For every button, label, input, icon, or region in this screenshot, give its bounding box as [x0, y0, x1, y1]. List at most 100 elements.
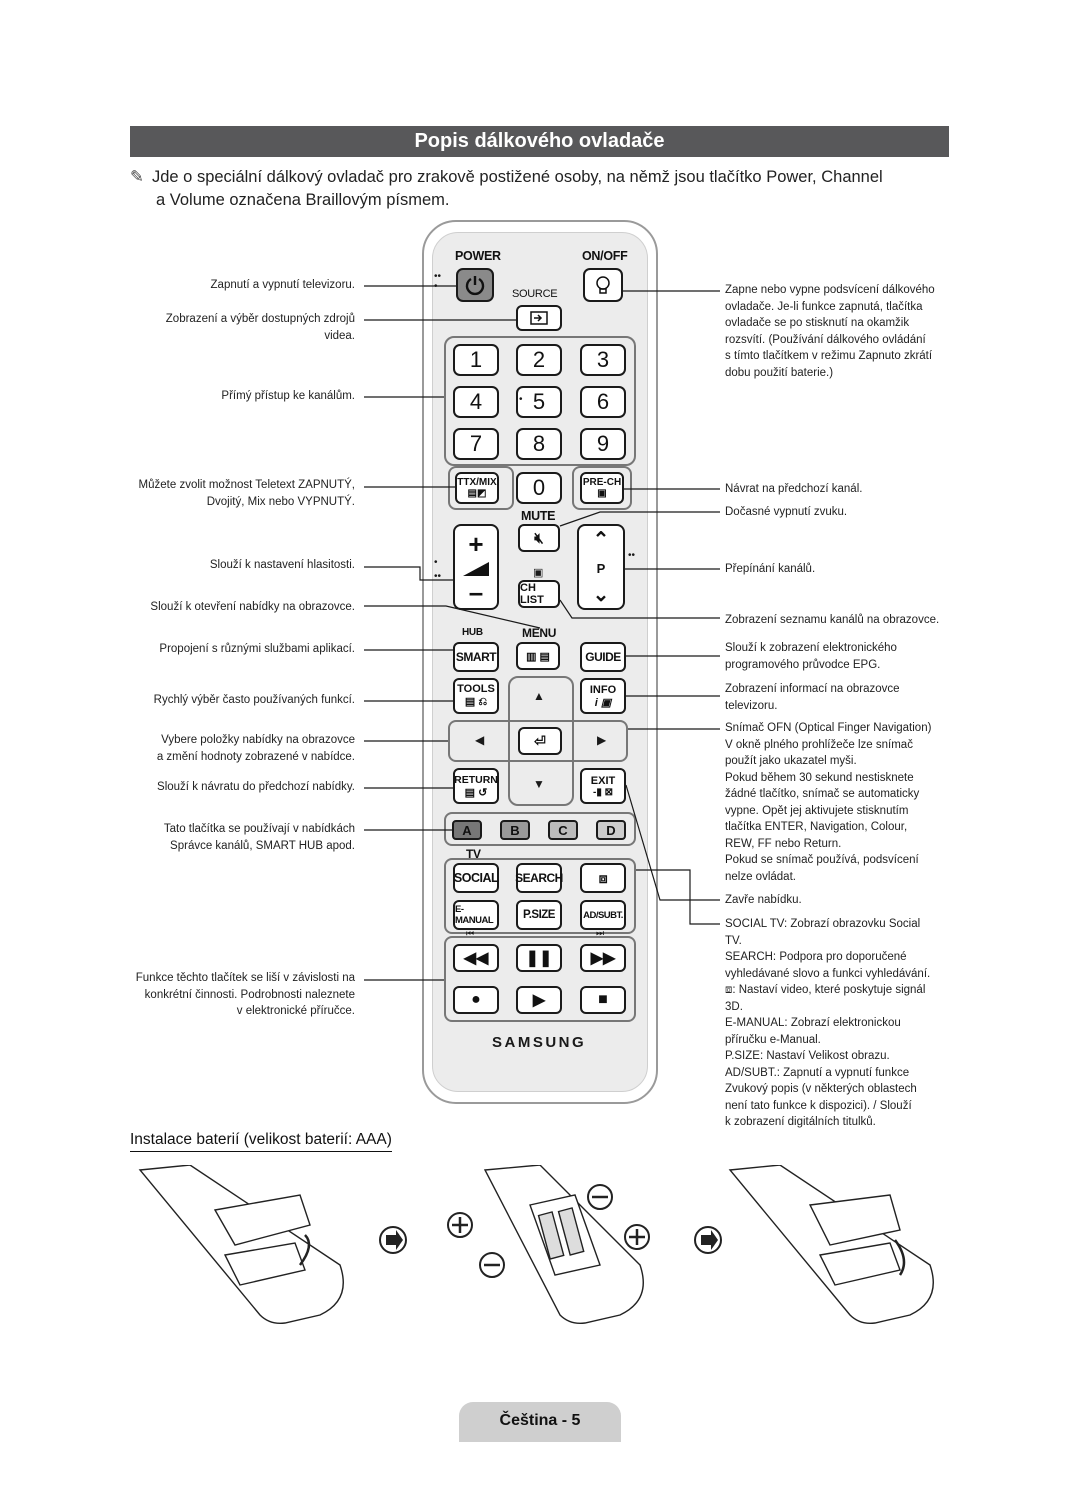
- media-button-group: [444, 936, 636, 1022]
- annotation-source-1: Zobrazení a výběr dostupných zdrojů: [165, 313, 355, 325]
- number-button-3[interactable]: 3: [580, 344, 626, 376]
- annotation-bottom-13: k zobrazení digitálních titulků.: [725, 1116, 876, 1128]
- ttxmix-button[interactable]: TTX/MIX ▤◩: [455, 472, 499, 504]
- annotation-ofn-left-2: a změní hodnoty zobrazené v nabídce.: [156, 750, 355, 763]
- enter-button[interactable]: ⏎: [518, 727, 562, 755]
- return-button[interactable]: RETURN ▤ ↺: [453, 768, 499, 804]
- annotation-onoff-2: ovladače. Je-li funkce zapnutá, tlačítka: [725, 300, 923, 313]
- menu-button[interactable]: ▥ ▤: [516, 642, 560, 670]
- tools-label: TOOLS: [457, 683, 495, 695]
- mute-button[interactable]: 🔇︎: [518, 524, 560, 552]
- 3d-button[interactable]: ⧈: [580, 863, 626, 893]
- prech-button[interactable]: PRE-CH ▣: [580, 472, 624, 504]
- nav-up-icon[interactable]: ▲: [533, 689, 545, 703]
- annotation-bottom-9: P.SIZE: Nastaví Velikost obrazu.: [725, 1050, 890, 1062]
- pause-button[interactable]: ❚❚: [516, 944, 562, 972]
- annotation-bottom-2: TV.: [725, 934, 742, 947]
- annotation-ofn-right-2: V okně plného prohlížeče lze snímač: [725, 738, 913, 751]
- stop-button[interactable]: ■: [580, 986, 626, 1014]
- annotation-guide: Slouží k zobrazení elektronického progra…: [725, 640, 955, 673]
- annotation-color-1: Tato tlačítka se používají v nabídkách: [163, 823, 355, 835]
- channel-rocker[interactable]: ⌃ P ⌄: [577, 524, 625, 610]
- annotation-ttx-1: Můžete zvolit možnost Teletext ZAPNUTÝ,: [138, 479, 355, 491]
- onoff-button[interactable]: [583, 268, 623, 302]
- smart-button[interactable]: SMART: [453, 642, 499, 672]
- annotation-ttx-2: Dvojitý, Mix nebo VYPNUTÝ.: [206, 495, 355, 508]
- annotation-media: Funkce těchto tlačítek se liší v závislo…: [120, 970, 355, 1020]
- rewind-button[interactable]: ◀◀: [453, 944, 499, 972]
- color-button-c[interactable]: C: [548, 820, 578, 840]
- annotation-bottom-1: SOCIAL TV: Zobrazí obrazovku Social: [725, 918, 921, 930]
- power-button[interactable]: [456, 268, 494, 302]
- braille-dots-power: •••: [434, 271, 442, 292]
- nav-left-icon[interactable]: ◀: [475, 733, 485, 747]
- number-button-2[interactable]: 2: [516, 344, 562, 376]
- channel-down-icon[interactable]: ⌄: [592, 584, 610, 606]
- info-button[interactable]: INFO i ▣: [580, 678, 626, 714]
- ofn-vertical-frame: [508, 676, 574, 806]
- psize-button[interactable]: P.SIZE: [516, 900, 562, 930]
- channel-up-icon[interactable]: ⌃: [592, 529, 610, 551]
- chlist-button[interactable]: CH LIST: [518, 580, 560, 608]
- record-icon: ●: [471, 991, 481, 1008]
- info-icon: i ▣: [594, 696, 612, 709]
- number-button-8[interactable]: 8: [516, 428, 562, 460]
- enter-icon: ⏎: [534, 732, 546, 749]
- play-button[interactable]: ▶: [516, 986, 562, 1014]
- number-button-9[interactable]: 9: [580, 428, 626, 460]
- source-button[interactable]: [516, 305, 562, 331]
- fast-forward-button[interactable]: ▶▶: [580, 944, 626, 972]
- color-button-a[interactable]: A: [452, 820, 482, 840]
- nav-down-icon[interactable]: ▼: [533, 777, 545, 791]
- number-button-0[interactable]: 0: [516, 472, 562, 504]
- annotation-media-2: konkrétní činnosti. Podrobnosti naleznet…: [144, 988, 355, 1001]
- 3d-small-icon: ⧈: [725, 984, 733, 996]
- lightbulb-icon: [596, 276, 610, 294]
- page-title: Popis dálkového ovladače: [130, 126, 949, 157]
- number-button-5[interactable]: 5: [516, 386, 562, 418]
- page-footer: Čeština - 5: [459, 1402, 621, 1442]
- adsubt-button[interactable]: AD/SUBT.: [580, 900, 626, 930]
- volume-rocker[interactable]: + –: [453, 524, 499, 610]
- volume-ramp-icon: [463, 562, 489, 576]
- power-label: POWER: [455, 249, 501, 263]
- samsung-logo: SAMSUNG: [492, 1034, 587, 1051]
- annotation-bottom-5-text: : Nastaví video, které poskytuje signál: [732, 984, 926, 996]
- number-button-4[interactable]: 4: [453, 386, 499, 418]
- tools-button[interactable]: TOOLS ▤ ⎌: [453, 678, 499, 714]
- annotation-bottom-7: E-MANUAL: Zobrazí elektronickou: [725, 1017, 901, 1029]
- note: ✎Jde o speciální dálkový ovladač pro zra…: [130, 166, 930, 212]
- return-label: RETURN: [454, 773, 498, 786]
- annotation-onoff-6: dobu použití baterie.): [725, 366, 834, 379]
- chlist-icon: ▣: [533, 567, 544, 579]
- annotation-media-3: v elektronické příručce.: [236, 1005, 355, 1017]
- annotation-media-1: Funkce těchto tlačítek se liší v závislo…: [135, 972, 355, 984]
- number-button-6[interactable]: 6: [580, 386, 626, 418]
- volume-up-icon[interactable]: +: [468, 529, 484, 559]
- exit-button[interactable]: EXIT -▮ ⊠: [580, 768, 626, 804]
- annotation-info-2: televizoru.: [725, 699, 778, 712]
- search-button[interactable]: SEARCH: [515, 863, 563, 893]
- annotation-bottom-4: vyhledávané slovo a funkci vyhledávání.: [725, 967, 931, 980]
- braille-dot-5: •: [519, 394, 523, 405]
- number-button-7[interactable]: 7: [453, 428, 499, 460]
- annotation-color: Tato tlačítka se používají v nabídkách S…: [130, 821, 355, 854]
- volume-down-icon[interactable]: –: [468, 577, 484, 607]
- color-button-d[interactable]: D: [596, 820, 626, 840]
- annotation-bottom-3: SEARCH: Podpora pro doporučené: [725, 951, 907, 963]
- annotation-onoff-4: rozsvítí. (Používání dálkového ovládání: [725, 333, 926, 346]
- return-icon: ▤ ↺: [464, 786, 488, 799]
- color-button-b[interactable]: B: [500, 820, 530, 840]
- number-button-1[interactable]: 1: [453, 344, 499, 376]
- annotation-bottom-8: příručku e-Manual.: [725, 1033, 821, 1046]
- braille-dots-ch: ••: [628, 550, 636, 561]
- next-track-icon: ⏭: [596, 928, 605, 938]
- annotation-bottom-11: Zvukový popis (v některých oblastech: [725, 1083, 917, 1095]
- social-button[interactable]: SOCIAL: [453, 863, 499, 893]
- emanual-button[interactable]: E-MANUAL: [453, 900, 499, 930]
- nav-right-icon[interactable]: ▶: [597, 733, 607, 747]
- annotation-ofn-right-9: Pokud se snímač používá, podsvícení: [725, 854, 919, 866]
- guide-button[interactable]: GUIDE: [580, 642, 626, 672]
- record-button[interactable]: ●: [453, 986, 499, 1014]
- prev-track-icon: ⏮: [466, 928, 475, 938]
